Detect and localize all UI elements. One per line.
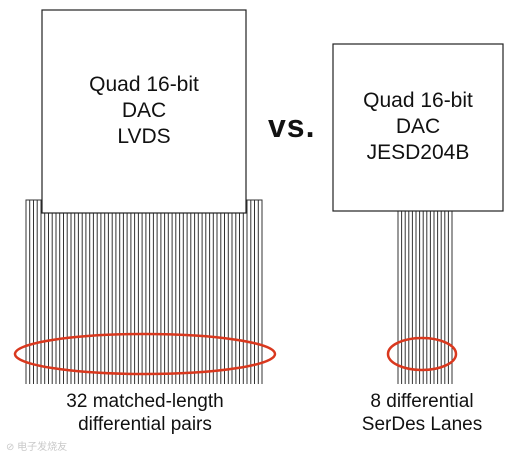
jesd-dac-chip-box — [332, 43, 504, 212]
jesd-chip-line-3: JESD204B — [366, 141, 470, 164]
jesd-highlight-ellipse — [386, 336, 458, 372]
lvds-trace — [241, 199, 259, 384]
jesd-chip-label: Quad 16-bit DAC JESD204B — [333, 88, 503, 166]
lvds-dac-chip-box — [41, 9, 247, 214]
watermark-logo: ⊘ 电子发烧友 — [6, 442, 68, 453]
jesd-chip-line-1: Quad 16-bit — [363, 89, 473, 112]
vs-label: vs. — [268, 108, 316, 144]
lvds-chip-line-2: DAC — [121, 99, 167, 122]
lvds-chip-label: Quad 16-bit DAC LVDS — [42, 72, 246, 150]
lvds-caption-line-1: 32 matched-length — [66, 391, 224, 412]
jesd-chip-line-2: DAC — [395, 115, 441, 138]
lvds-caption: 32 matched-length differential pairs — [20, 390, 270, 436]
lvds-chip-line-1: Quad 16-bit — [89, 73, 199, 96]
lvds-trace — [29, 199, 47, 384]
jesd-caption-line-1: 8 differential — [370, 391, 474, 412]
lvds-trace — [234, 199, 248, 384]
lvds-highlight-ellipse — [13, 332, 277, 376]
lvds-caption-line-2: differential pairs — [78, 414, 212, 435]
jesd-trace-bundle — [397, 211, 453, 384]
lvds-chip-line-3: LVDS — [117, 125, 171, 148]
lvds-trace — [40, 199, 54, 384]
lvds-trace-bundle — [25, 199, 263, 384]
jesd-caption: 8 differential SerDes Lanes — [340, 390, 504, 436]
jesd-caption-line-2: SerDes Lanes — [361, 414, 483, 435]
